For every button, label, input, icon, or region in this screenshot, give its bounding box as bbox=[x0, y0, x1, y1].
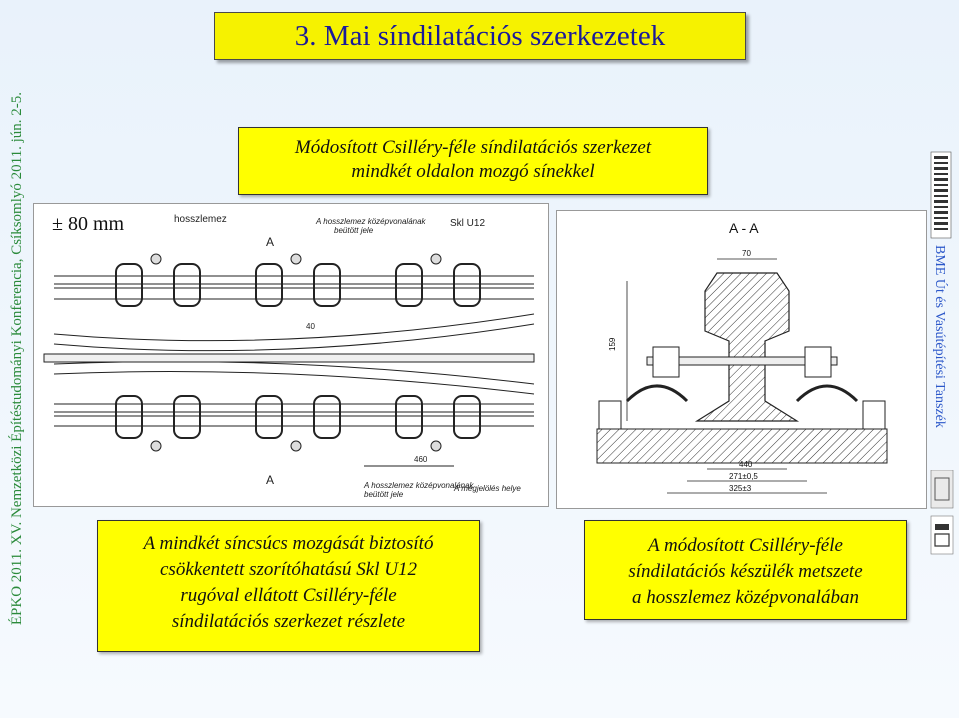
department-logo-top bbox=[930, 151, 952, 239]
caption-left: A mindkét síncsúcs mozgását biztosító cs… bbox=[97, 520, 480, 652]
caption-top: Módosított Csilléry-féle síndilatációs s… bbox=[238, 127, 708, 195]
conference-sidebar: ÉPKO 2011. XV. Nemzetközi Építéstudomány… bbox=[4, 0, 30, 718]
section-label: A - A bbox=[729, 220, 759, 236]
dim-70: 70 bbox=[742, 249, 751, 258]
caption-left-line: csökkentett szorítóhatású Skl U12 bbox=[160, 559, 417, 580]
caption-left-line: rugóval ellátott Csilléry-féle bbox=[180, 585, 397, 606]
label-skl: Skl U12 bbox=[450, 218, 485, 229]
label-top-note2: beütött jele bbox=[334, 226, 374, 235]
label-bottom-note2: beütött jele bbox=[364, 490, 404, 499]
expansion-joint-plan-drawing: 460 40 hosszlemez Skl U12 A hosszlemez k… bbox=[33, 203, 549, 507]
conference-text: ÉPKO 2011. XV. Nemzetközi Építéstudomány… bbox=[8, 92, 25, 626]
dim-325: 325±3 bbox=[729, 484, 752, 493]
caption-right-line: A módosított Csilléry-féle bbox=[648, 535, 843, 556]
department-text: BME Út és Vasútépítési Tanszék bbox=[932, 245, 947, 428]
dim-40: 40 bbox=[306, 322, 315, 331]
slide-title: 3. Mai síndilatációs szerkezetek bbox=[294, 19, 666, 52]
label-hosszlemez: hosszlemez bbox=[174, 214, 227, 225]
caption-right: A módosított Csilléry-féle síndilatációs… bbox=[584, 520, 907, 620]
dim-460: 460 bbox=[414, 455, 428, 464]
label-bottom-note: A hosszlemez középvonalának bbox=[363, 481, 475, 490]
caption-right-line: a hosszlemez középvonalában bbox=[632, 587, 859, 608]
label-top-note: A hosszlemez középvonalának bbox=[315, 217, 427, 226]
label-a-top: A bbox=[266, 235, 274, 249]
caption-left-line: síndilatációs szerkezet részlete bbox=[171, 611, 406, 632]
dim-271: 271±0,5 bbox=[729, 472, 758, 481]
caption-left-line: A mindkét síncsúcs mozgását biztosító bbox=[143, 533, 434, 554]
dimension-label: ± 80 mm bbox=[52, 213, 125, 235]
caption-top-line: mindkét oldalon mozgó sínekkel bbox=[351, 161, 595, 182]
department-logo-bottom bbox=[930, 470, 954, 555]
department-sidebar: BME Út és Vasútépítési Tanszék bbox=[927, 150, 957, 570]
slide-title-box: 3. Mai síndilatációs szerkezetek bbox=[214, 12, 746, 60]
dim-440: 440 bbox=[739, 460, 753, 469]
caption-top-line: Módosított Csilléry-féle síndilatációs s… bbox=[294, 137, 652, 158]
label-meg-helye: A megjelölés helye bbox=[453, 484, 521, 493]
dim-159: 159 bbox=[608, 337, 617, 351]
label-a-bottom: A bbox=[266, 473, 274, 487]
cross-section-drawing: A - A 70 159 440 271±0,5 325±3 bbox=[556, 210, 927, 509]
caption-right-line: síndilatációs készülék metszete bbox=[628, 561, 863, 582]
